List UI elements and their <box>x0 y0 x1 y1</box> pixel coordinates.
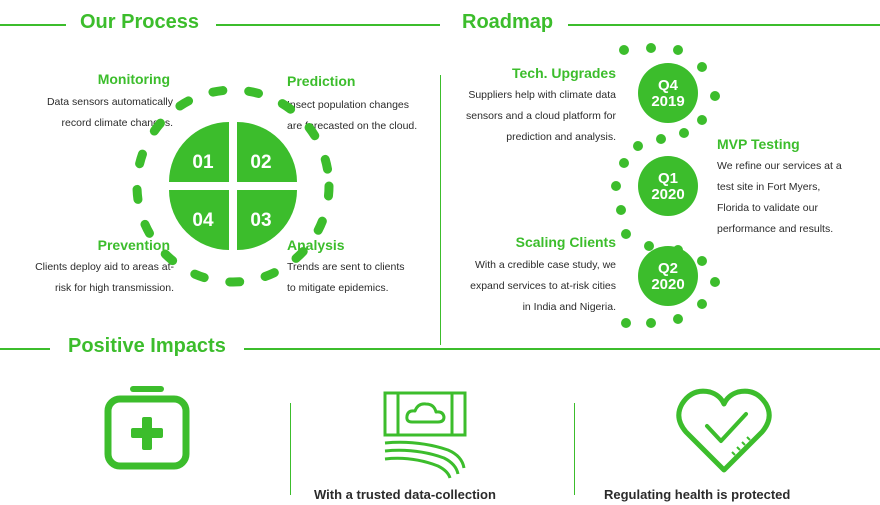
step-text-monitoring: Data sensors automatically record climat… <box>46 96 173 129</box>
impacts-divider-2 <box>574 403 575 495</box>
milestone-text-scaling-clients: With a credible case study, we expand se… <box>470 259 616 313</box>
quadrant-label-01: 01 <box>192 152 214 173</box>
process-cycle-diagram: 01 02 04 03 <box>132 85 334 287</box>
step-text-prediction: Insect population changes are forecasted… <box>287 99 418 132</box>
timeline-dots <box>611 43 720 328</box>
milestone-circle-q4-2019 <box>638 63 698 123</box>
first-aid-kit-icon <box>104 386 190 470</box>
cloud-map-icon <box>383 391 467 479</box>
milestone-text-tech-upgrades: Suppliers help with climate data sensors… <box>466 89 616 143</box>
impacts-divider-1 <box>290 403 291 495</box>
impacts-header-line-left <box>0 348 50 350</box>
milestone-quarter-q1: Q1 <box>658 170 678 187</box>
milestone-year-2019: 2019 <box>651 93 684 110</box>
quadrant-label-03: 03 <box>250 210 271 231</box>
process-header-line-right <box>216 24 440 26</box>
milestone-text-mvp-testing: We refine our services at a test site in… <box>717 160 842 235</box>
quadrant-label-04: 04 <box>192 210 214 231</box>
impacts-header-line-right <box>244 348 880 350</box>
process-section-title: Our Process <box>80 11 199 33</box>
quadrant-01 <box>169 122 229 182</box>
milestone-circle-q1-2020 <box>638 156 698 216</box>
milestone-quarter-q4: Q4 <box>658 77 679 94</box>
milestone-title-mvp-testing: MVP Testing <box>717 136 800 152</box>
milestone-title-scaling-clients: Scaling Clients <box>515 234 616 250</box>
step-text-analysis: Trends are sent to clients to mitigate e… <box>287 261 405 294</box>
quadrant-label-02: 02 <box>250 152 271 173</box>
process-header-line-left <box>0 24 66 26</box>
step-title-prevention: Prevention <box>97 237 170 253</box>
step-title-prediction: Prediction <box>287 73 356 89</box>
heart-check-icon <box>676 388 772 473</box>
dashed-ring <box>132 85 334 287</box>
roadmap-section-title: Roadmap <box>462 11 554 33</box>
step-title-monitoring: Monitoring <box>97 71 170 87</box>
section-divider <box>440 75 441 345</box>
step-text-prevention: Clients deploy aid to areas at-risk for … <box>35 261 174 294</box>
impacts-section-title: Positive Impacts <box>68 335 226 357</box>
milestone-circle-q2-2020 <box>638 246 698 306</box>
roadmap-header-line-right <box>568 24 880 26</box>
quadrant-02 <box>237 122 297 182</box>
quadrant-04 <box>169 190 229 250</box>
milestone-year-2020-b: 2020 <box>651 276 684 293</box>
milestone-quarter-q2: Q2 <box>658 260 678 277</box>
milestone-year-2020-a: 2020 <box>651 186 684 203</box>
roadmap-timeline: Q4 2019 Q1 2020 Q2 2020 <box>611 43 720 328</box>
milestone-title-tech-upgrades: Tech. Upgrades <box>512 65 616 81</box>
quadrant-03 <box>237 190 297 250</box>
